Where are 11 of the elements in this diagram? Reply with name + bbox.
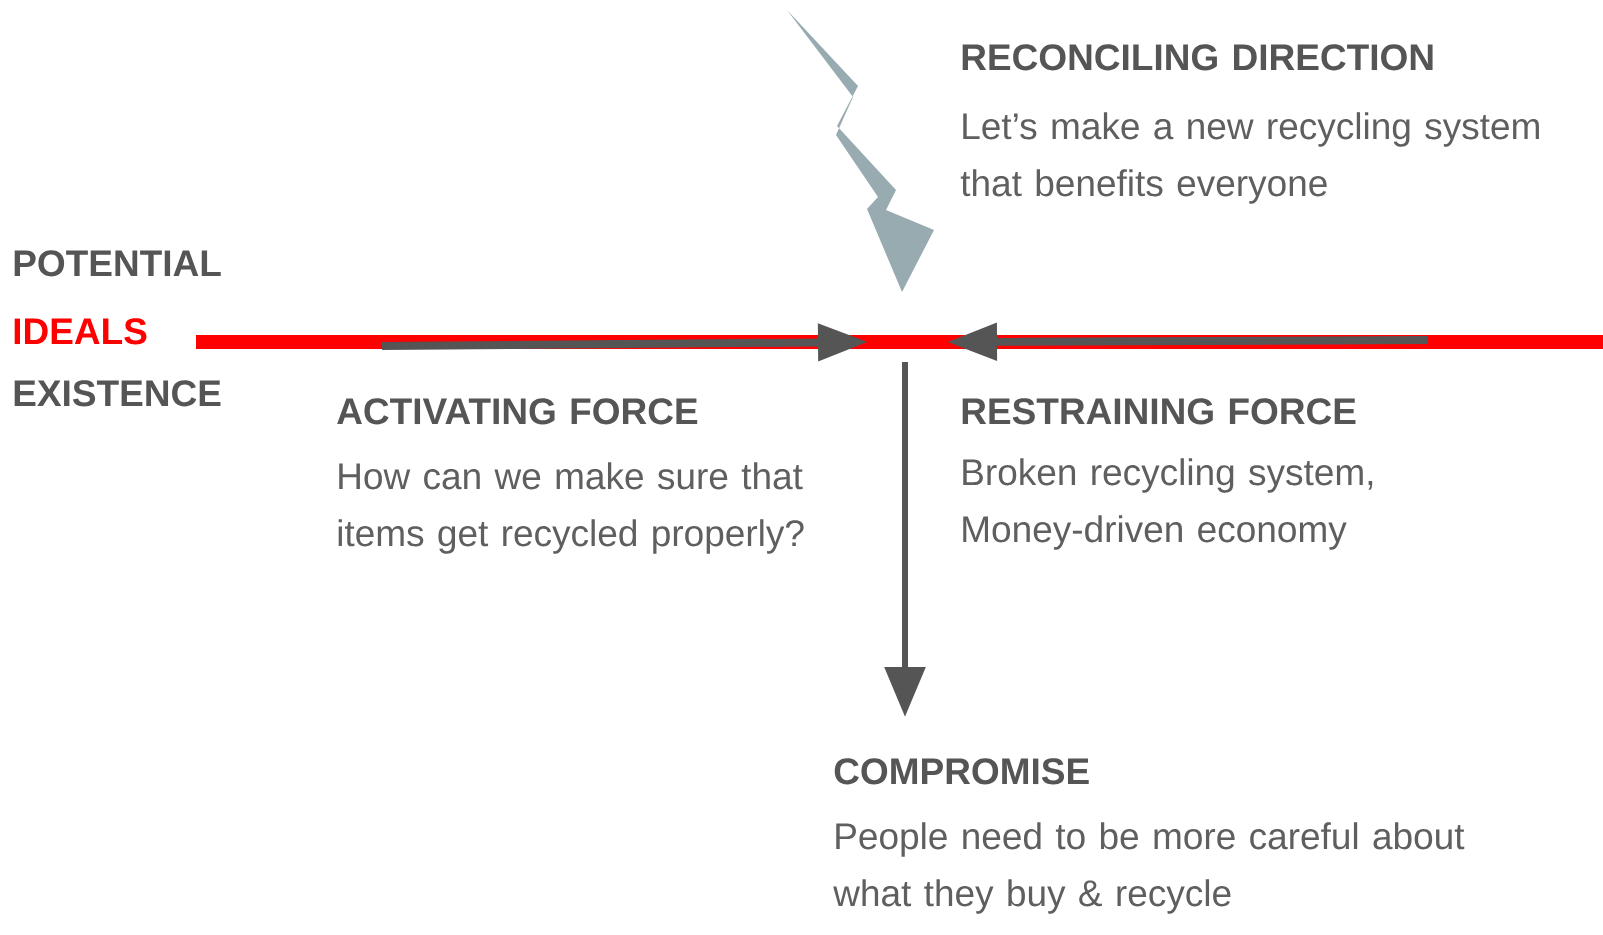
heading: RECONCILING DIRECTION bbox=[962, 44, 1433, 71]
axis-label: IDEALS bbox=[14, 318, 147, 345]
body-text: Broken recycling system, Money-driven economy bbox=[963, 458, 1373, 550]
body-text: Let’s make a new recycling system that benefits everyone bbox=[960, 112, 1539, 204]
body-text: How can we make sure that items get recycled properly? bbox=[338, 462, 804, 554]
heading: RESTRAINING FORCE bbox=[962, 398, 1356, 425]
heading: COMPROMISE bbox=[834, 758, 1089, 785]
axis-label: EXISTENCE bbox=[14, 380, 221, 407]
heading: ACTIVATING FORCE bbox=[337, 398, 698, 425]
body-text: People need to be more careful about what they buy & recycle bbox=[833, 822, 1465, 914]
axis-label: POTENTIAL bbox=[14, 250, 221, 277]
